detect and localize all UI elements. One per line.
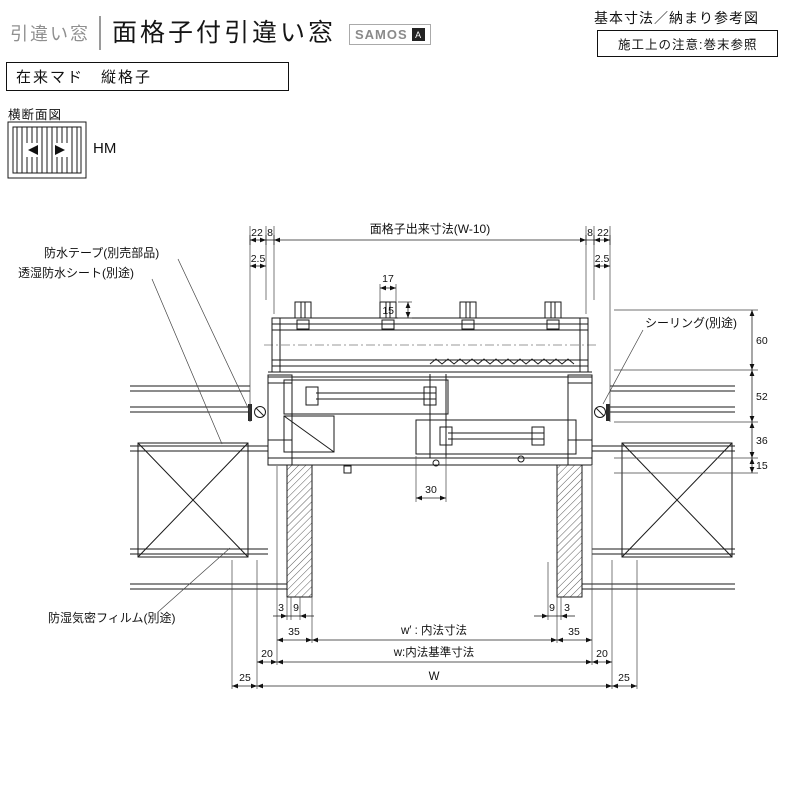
section-view-label: 横断面図	[8, 108, 63, 122]
slide-right-arrow-icon	[55, 145, 65, 155]
window-type-icon: HM	[7, 121, 116, 179]
screw-detail-1	[432, 459, 440, 467]
dim-top-22-left: 22	[251, 227, 263, 239]
sealing-bead-left	[254, 406, 266, 418]
icon-code-label: HM	[93, 140, 116, 157]
dim-overall-width: W	[429, 671, 440, 683]
dim-inner-35-left: 35	[288, 626, 300, 638]
sealing-bead-right	[594, 406, 606, 418]
dim-std-width-label: w:内法基準寸法	[393, 645, 475, 659]
dim-depth-15: 15	[756, 460, 768, 472]
screen-mesh-zigzag	[429, 358, 575, 365]
dim-depth-52: 52	[756, 391, 768, 403]
label-waterproof-tape: 防水テープ(別売部品)	[44, 245, 159, 260]
dim-offset-left: 2.5	[251, 253, 266, 265]
header-divider	[99, 16, 101, 50]
dim-bottom-9-right: 9	[549, 602, 555, 614]
dim-overall-25-right: 25	[618, 672, 630, 684]
brand-badge: A	[411, 28, 425, 41]
page-title: 面格子付引違い窓	[112, 19, 337, 47]
waterproof-tape-section-right	[606, 404, 610, 421]
dim-offset-right: 2.5	[595, 253, 610, 265]
label-moisture-film: 防湿気密フィルム(別途)	[48, 610, 176, 625]
extension-lines	[231, 226, 758, 689]
dim-top-8-right: 8	[587, 227, 593, 239]
fastener-detail	[343, 465, 352, 474]
dim-depth-60: 60	[756, 335, 768, 347]
label-sealing: シーリング(別途)	[645, 315, 737, 330]
dim-bar-depth: 15	[382, 305, 394, 317]
face-lattice-assembly	[264, 301, 596, 373]
dim-top-22-right: 22	[597, 227, 609, 239]
screw-detail-2	[517, 455, 525, 463]
dim-bottom-9-left: 9	[293, 602, 299, 614]
window-category-label: 引違い窓	[10, 24, 90, 44]
subtype-box: 在来マド 縦格子	[6, 62, 289, 91]
dim-meeting-30: 30	[425, 484, 437, 496]
reference-title: 基本寸法／納まり参考図	[594, 10, 759, 26]
part-labels: 防水テープ(別売部品) 透湿防水シート(別途) シーリング(別途) 防湿気密フィ…	[18, 245, 737, 625]
dim-inner-35-right: 35	[568, 626, 580, 638]
dim-overall-25-left: 25	[239, 672, 251, 684]
slide-left-arrow-icon	[28, 145, 38, 155]
dim-std-20-left: 20	[261, 648, 273, 660]
brand-box: SAMOS A	[349, 24, 431, 45]
interior-trim-posts	[286, 464, 583, 598]
label-waterproof-sheet: 透湿防水シート(別途)	[18, 265, 134, 280]
dim-inner-width-label: w′ : 内法寸法	[400, 623, 467, 637]
construction-note-box: 施工上の注意:巻末参照	[597, 30, 779, 57]
outer-sash	[283, 379, 449, 415]
dimension-lines	[232, 235, 755, 689]
dim-std-20-right: 20	[596, 648, 608, 660]
dim-depth-36: 36	[756, 435, 768, 447]
inner-sash	[415, 419, 577, 455]
dim-bar-width: 17	[382, 273, 394, 285]
dimension-texts: 22 8 面格子出来寸法(W-10) 8 22 2.5 2.5 17 15 60…	[239, 221, 768, 684]
dim-top-8-left: 8	[267, 227, 273, 239]
wall-structure	[130, 385, 735, 590]
dim-bottom-3-left: 3	[278, 602, 284, 614]
window-frame-and-sashes	[248, 371, 610, 474]
dim-lattice-width: 面格子出来寸法(W-10)	[370, 221, 490, 236]
brand-logo: SAMOS	[355, 27, 408, 42]
dim-bottom-3-right: 3	[564, 602, 570, 614]
